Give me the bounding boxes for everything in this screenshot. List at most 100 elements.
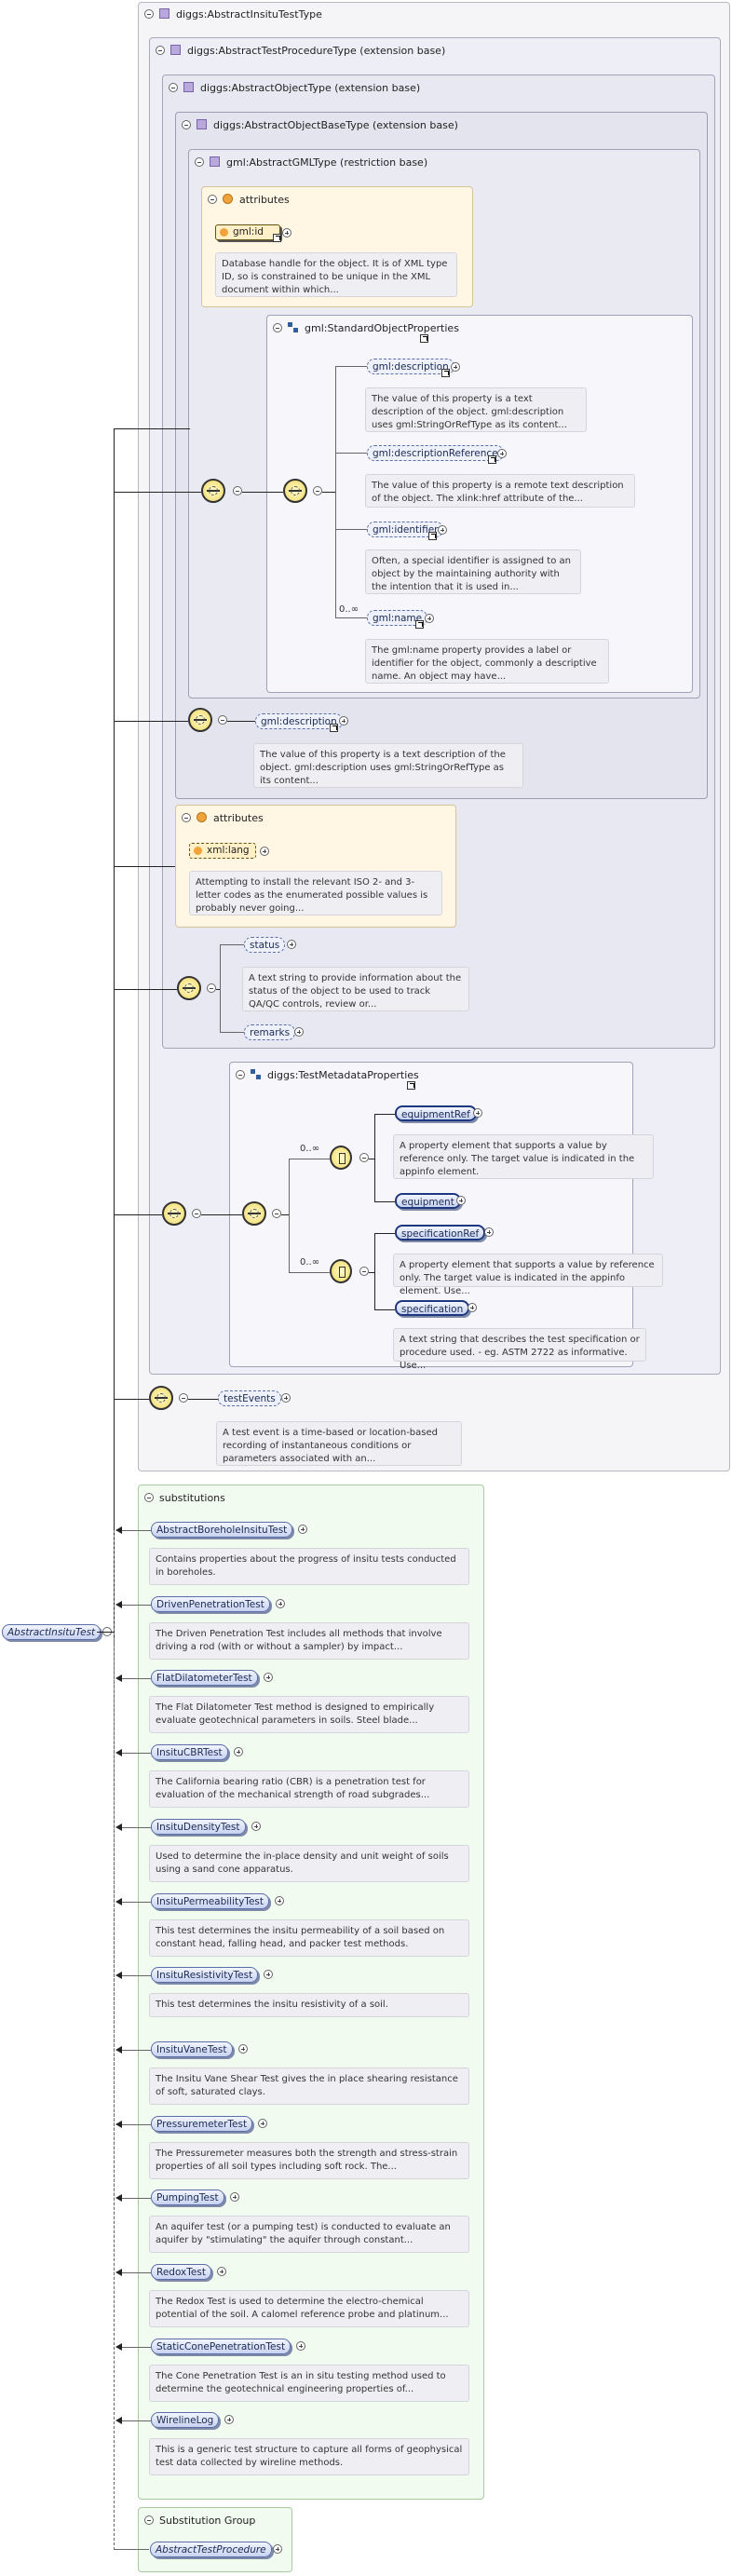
- expand-toggle[interactable]: [484, 1227, 494, 1237]
- ref-arrow-icon[interactable]: [441, 369, 450, 377]
- substitution-element[interactable]: FlatDilatometerTest: [151, 1670, 258, 1686]
- substitution-element[interactable]: RedoxTest: [151, 2264, 211, 2280]
- substitution-element[interactable]: DrivenPenetrationTest: [151, 1596, 270, 1612]
- connector-line: [335, 617, 367, 618]
- expand-toggle[interactable]: [456, 1196, 466, 1205]
- collapse-toggle[interactable]: [195, 157, 204, 167]
- expand-toggle[interactable]: [251, 1822, 261, 1831]
- type-header: diggs:AbstractTestProcedureType (extensi…: [187, 45, 446, 57]
- expand-toggle[interactable]: [273, 2544, 282, 2554]
- expand-toggle[interactable]: [298, 1525, 307, 1534]
- substitution-arrow: [115, 1674, 122, 1682]
- substitution-element[interactable]: PumpingTest: [151, 2190, 224, 2205]
- gml-description-reference-element[interactable]: gml:descriptionReference: [367, 445, 504, 461]
- connector-line: [122, 2124, 151, 2125]
- expand-toggle[interactable]: [217, 2267, 226, 2276]
- substitution-description: This is a generic test structure to capt…: [149, 2438, 469, 2475]
- abstract-test-procedure-element[interactable]: AbstractTestProcedure: [150, 2542, 272, 2557]
- substitution-element[interactable]: InsituVaneTest: [151, 2041, 233, 2057]
- specification-ref-element[interactable]: specificationRef: [395, 1225, 486, 1241]
- xml-lang-description: Attempting to install the relevant ISO 2…: [189, 871, 442, 915]
- expand-toggle[interactable]: [451, 362, 460, 372]
- expand-toggle[interactable]: [224, 2415, 234, 2424]
- collapse-toggle[interactable]: [208, 195, 217, 204]
- expand-toggle[interactable]: [281, 1393, 291, 1403]
- collapse-toggle[interactable]: [182, 813, 191, 822]
- expand-toggle[interactable]: [276, 1599, 285, 1608]
- collapse-toggle[interactable]: [233, 486, 242, 495]
- gml-description-element[interactable]: gml:description: [367, 359, 454, 374]
- collapse-toggle[interactable]: [236, 1070, 245, 1079]
- collapse-toggle[interactable]: [192, 1209, 201, 1218]
- collapse-toggle[interactable]: [272, 1209, 281, 1218]
- xml-lang-attribute[interactable]: xml:lang: [189, 843, 256, 859]
- expand-toggle[interactable]: [287, 940, 296, 949]
- expand-toggle[interactable]: [260, 847, 269, 856]
- sequence-compositor-icon: [149, 1386, 173, 1410]
- collapse-toggle[interactable]: [144, 2515, 154, 2525]
- gml-id-attribute[interactable]: gml:id: [215, 224, 280, 240]
- collapse-toggle[interactable]: [179, 1393, 188, 1403]
- expand-toggle[interactable]: [264, 1970, 273, 1979]
- substitutions-header: substitutions: [159, 1492, 225, 1504]
- collapse-toggle[interactable]: [169, 83, 178, 92]
- equipment-element[interactable]: equipment: [395, 1193, 461, 1209]
- collapse-toggle[interactable]: [359, 1153, 369, 1162]
- collapse-toggle[interactable]: [273, 323, 282, 332]
- status-element[interactable]: status: [244, 937, 286, 953]
- ref-arrow-icon[interactable]: [415, 620, 424, 629]
- ref-arrow-icon[interactable]: [273, 234, 281, 242]
- expand-toggle[interactable]: [473, 1108, 482, 1118]
- collapse-toggle[interactable]: [218, 715, 227, 725]
- expand-toggle[interactable]: [468, 1303, 477, 1312]
- expand-toggle[interactable]: [258, 2119, 267, 2128]
- connector-line: [114, 428, 190, 429]
- expand-toggle[interactable]: [282, 228, 291, 237]
- substitution-element[interactable]: WirelineLog: [151, 2412, 220, 2428]
- substitution-element[interactable]: InsituDensityTest: [151, 1819, 246, 1835]
- substitution-arrow: [115, 1749, 122, 1756]
- substitution-element[interactable]: PressuremeterTest: [151, 2116, 253, 2132]
- connector-line: [369, 1272, 374, 1273]
- ref-arrow-icon[interactable]: [488, 455, 496, 464]
- substitution-element[interactable]: AbstractBoreholeInsituTest: [151, 1522, 293, 1538]
- expand-toggle[interactable]: [438, 525, 447, 535]
- expand-toggle[interactable]: [294, 1027, 304, 1037]
- collapse-toggle[interactable]: [144, 9, 154, 19]
- sequence-compositor-icon: [188, 708, 212, 732]
- expand-toggle[interactable]: [230, 2192, 239, 2202]
- expand-toggle[interactable]: [275, 1896, 284, 1905]
- collapse-toggle[interactable]: [182, 120, 191, 129]
- substitution-arrow: [115, 2269, 122, 2276]
- specification-element[interactable]: specification: [395, 1300, 470, 1316]
- collapse-toggle[interactable]: [313, 486, 322, 495]
- expand-toggle[interactable]: [425, 614, 434, 623]
- test-events-element[interactable]: testEvents: [218, 1390, 281, 1406]
- substitution-element[interactable]: InsituCBRTest: [151, 1744, 228, 1760]
- expand-toggle[interactable]: [296, 2341, 305, 2351]
- expand-toggle[interactable]: [234, 1747, 243, 1756]
- ref-arrow-icon[interactable]: [420, 334, 428, 343]
- expand-toggle[interactable]: [264, 1673, 273, 1682]
- substitution-element[interactable]: InsituResistivityTest: [151, 1967, 259, 1983]
- substitution-description: The California bearing ratio (CBR) is a …: [149, 1770, 469, 1808]
- expand-toggle[interactable]: [339, 716, 348, 725]
- collapse-toggle[interactable]: [207, 983, 216, 993]
- gml-name-element[interactable]: gml:name: [367, 610, 428, 626]
- connector-line: [188, 1399, 218, 1400]
- collapse-toggle[interactable]: [144, 1493, 154, 1502]
- substitution-element[interactable]: InsituPermeabilityTest: [151, 1893, 270, 1909]
- ref-arrow-icon[interactable]: [407, 1081, 415, 1090]
- ref-arrow-icon[interactable]: [428, 532, 437, 540]
- equipment-ref-element[interactable]: equipmentRef: [395, 1105, 477, 1121]
- collapse-toggle[interactable]: [156, 46, 165, 55]
- root-element[interactable]: AbstractInsituTest: [2, 1624, 102, 1640]
- gml-identifier-element[interactable]: gml:identifier: [367, 522, 444, 537]
- ref-arrow-icon[interactable]: [330, 724, 338, 732]
- substitution-element[interactable]: StaticConePenetrationTest: [151, 2339, 291, 2354]
- base-description-element[interactable]: gml:description: [255, 713, 343, 729]
- collapse-toggle[interactable]: [359, 1267, 369, 1276]
- expand-toggle[interactable]: [238, 2044, 248, 2054]
- expand-toggle[interactable]: [497, 449, 507, 458]
- remarks-element[interactable]: remarks: [244, 1024, 296, 1040]
